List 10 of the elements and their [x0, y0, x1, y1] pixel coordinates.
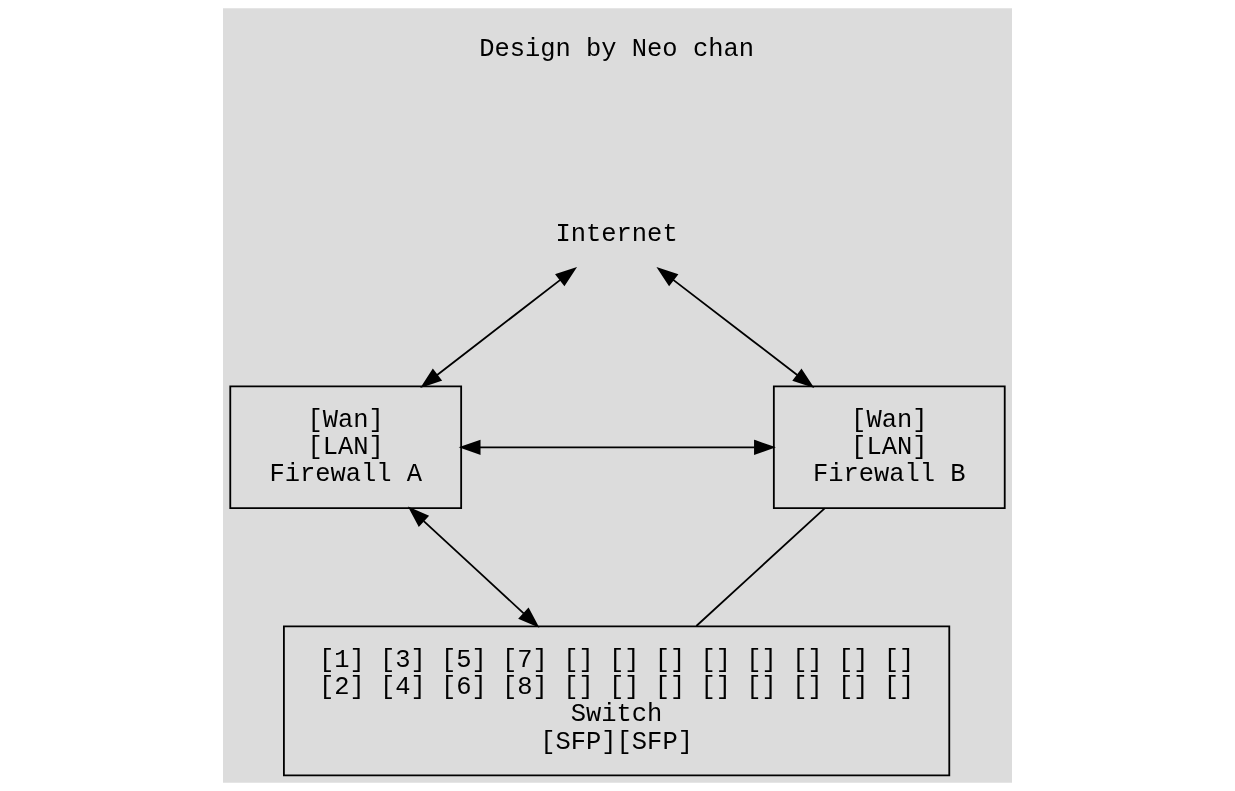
node-box: [Wan] [LAN] Firewall A	[229, 385, 463, 510]
node-text: Internet	[555, 220, 678, 250]
arrow	[458, 439, 776, 455]
label: Design by Neo chan	[479, 34, 754, 64]
node-box: [1] [3] [5] [7] [] [] [] [] [] [] [] [] [2] [4] [6] [8] [] [] [] [] [] [] [] [] Switch [SFP][SFP]	[283, 625, 951, 777]
arrow	[420, 266, 578, 388]
arrow	[407, 506, 540, 628]
arrow	[656, 266, 815, 388]
node-box: [Wan] [LAN] Firewall B	[772, 385, 1006, 510]
connector	[695, 507, 826, 627]
